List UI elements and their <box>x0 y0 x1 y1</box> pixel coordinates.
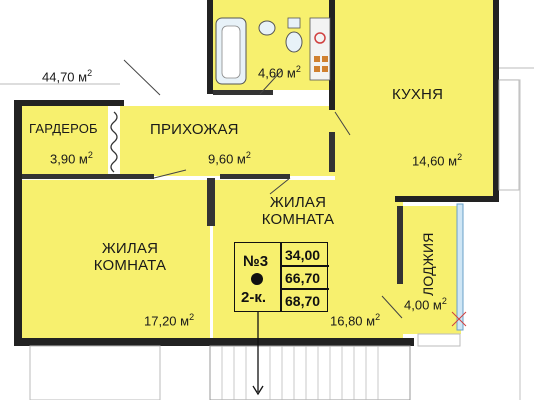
wardrobe-curtain <box>110 111 118 173</box>
door-living-center <box>269 177 291 195</box>
inner-walls <box>22 90 403 284</box>
bath-fixtures <box>215 17 331 85</box>
stove-knob-4 <box>322 66 328 72</box>
unit-type: 2-к. <box>241 289 267 306</box>
kitchen-fill <box>335 0 493 198</box>
hallway-area: 9,60 м2 <box>208 150 251 167</box>
wall-left <box>14 100 22 344</box>
wall-bath-right <box>329 0 335 110</box>
stove-knob-1 <box>314 56 320 62</box>
bathtub-inner <box>221 25 241 79</box>
unit-card-divider-h1 <box>280 265 329 267</box>
living-room-left-area: 17,20 м2 <box>144 312 195 329</box>
loggia-area: 4,00 м2 <box>404 296 447 313</box>
stove-knob-3 <box>314 66 320 72</box>
stove-burner <box>314 32 326 44</box>
wardrobe-label: ГАРДЕРОБ <box>29 121 98 136</box>
kitchen-area: 14,60 м2 <box>412 152 463 169</box>
unit-info-card: №3 2-к. 34,00 66,70 68,70 <box>234 242 329 312</box>
wardrobe-fill <box>22 106 108 176</box>
unit-card-divider-h2 <box>280 288 329 290</box>
loggia-label: ЛОДЖИЯ <box>420 232 436 296</box>
wall-hall-bottom-left <box>22 174 154 179</box>
wall-room-divider <box>207 178 215 226</box>
wall-bath-left <box>207 0 213 94</box>
loggia-rail <box>417 333 461 347</box>
hallway-label: ПРИХОЖАЯ <box>150 121 239 138</box>
wall-kitchen-hall <box>329 132 335 172</box>
wall-bottom <box>14 338 414 346</box>
unit-number: №3 <box>243 253 269 270</box>
unit-total-with-loggia: 68,70 <box>285 293 321 309</box>
unit-total-area: 66,70 <box>285 270 321 286</box>
stair-steps <box>221 346 379 400</box>
balcony-below <box>29 345 161 400</box>
kitchen-stove <box>309 17 331 81</box>
bathroom-area: 4,60 м2 <box>258 64 301 81</box>
living-room-left-label: ЖИЛАЯ КОМНАТА <box>93 240 167 274</box>
unit-marker-dot <box>251 273 263 285</box>
wall-kitchen-bottom <box>395 196 499 202</box>
doors <box>123 59 403 319</box>
living-room-center-label: ЖИЛАЯ КОМНАТА <box>261 194 335 228</box>
stair-arrow-head <box>252 385 264 396</box>
stair-well <box>209 345 411 400</box>
toilet <box>285 31 303 53</box>
living-room-left-fill <box>22 180 210 338</box>
loggia-fill <box>403 206 461 334</box>
loggia-glazing <box>456 203 464 331</box>
toilet-tank <box>287 17 301 29</box>
unit-card-divider-v <box>280 243 282 311</box>
kitchen-label: КУХНЯ <box>392 86 444 103</box>
hallway-fill <box>120 106 335 176</box>
wall-top-left <box>14 100 124 106</box>
door-entrance <box>123 59 161 96</box>
wall-loggia-left <box>397 206 403 284</box>
kitchen-balcony <box>498 79 520 191</box>
door-bathroom <box>259 69 283 95</box>
wardrobe-area: 3,90 м2 <box>50 150 93 167</box>
door-kitchen <box>334 111 351 136</box>
living-room-center-area: 16,80 м2 <box>330 312 381 329</box>
sink <box>258 20 276 36</box>
total-area-label: 44,70 м2 <box>42 68 93 85</box>
door-living-left <box>153 169 187 179</box>
loggia-marker <box>451 311 467 327</box>
outer-walls <box>14 0 499 346</box>
door-loggia <box>381 295 403 319</box>
unit-living-area: 34,00 <box>285 247 321 263</box>
wall-bath-bottom <box>213 90 273 95</box>
wall-hall-bottom-mid <box>220 174 290 179</box>
staircase <box>29 272 461 400</box>
stove-knob-2 <box>322 56 328 62</box>
wall-right-kitchen <box>493 0 499 200</box>
